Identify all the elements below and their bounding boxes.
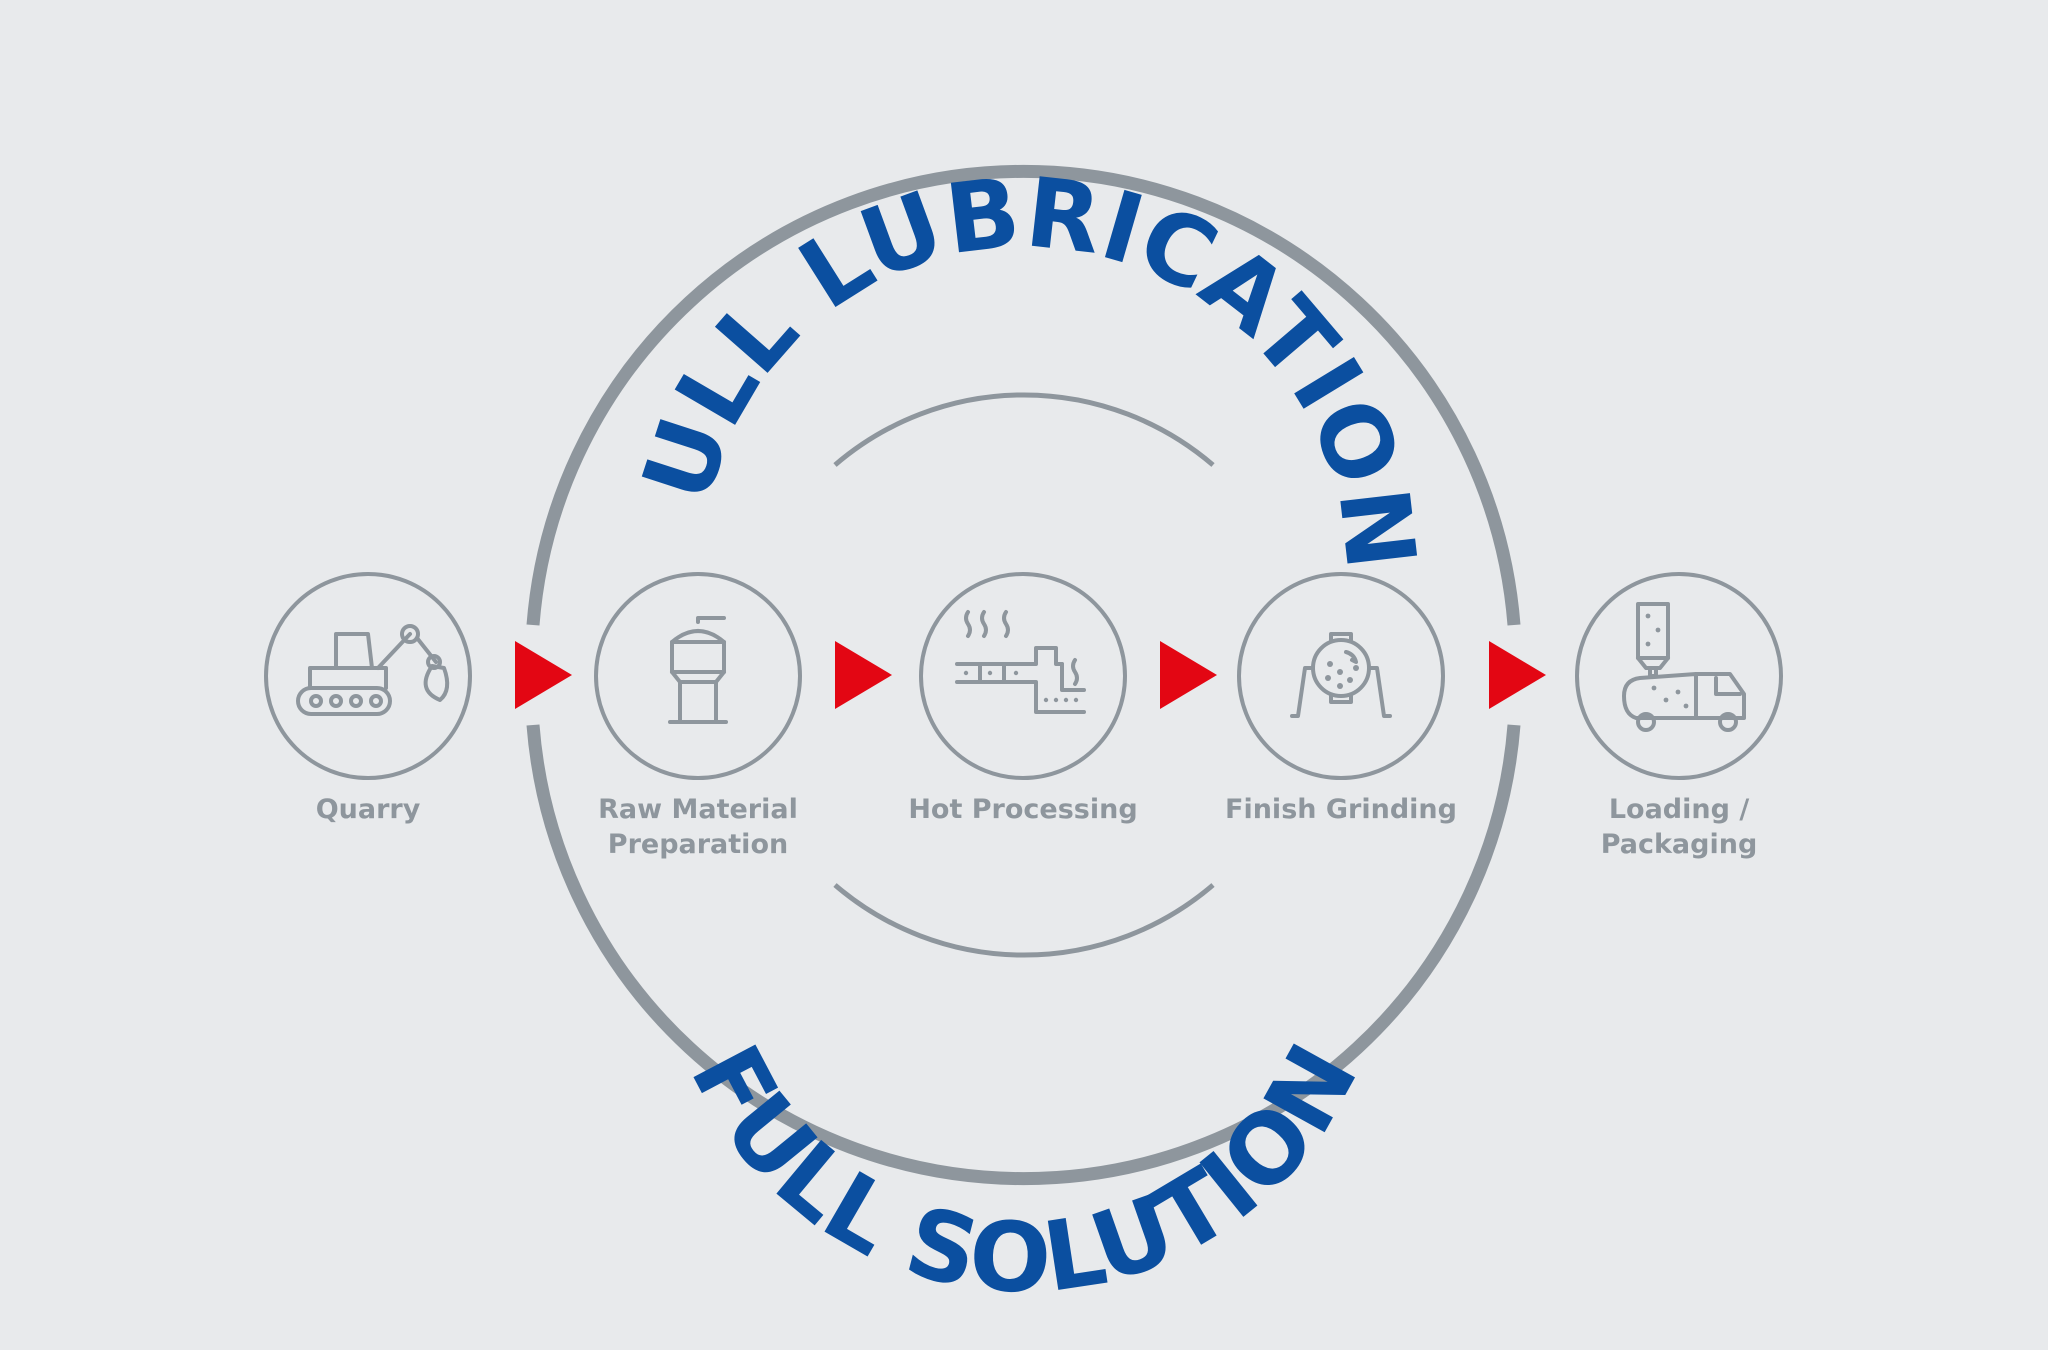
title-full-lubrication: FULL LUBRICATION xyxy=(0,0,1437,575)
outer-ring xyxy=(526,164,1521,626)
step-label-line2: Preparation xyxy=(608,829,788,860)
inner-arc-bottom xyxy=(833,883,1215,958)
loading-truck-icon xyxy=(1622,602,1746,732)
step-label: Hot Processing xyxy=(908,794,1137,825)
loading-material-dots xyxy=(1645,613,1689,709)
flow-arrow-1 xyxy=(515,641,572,709)
step-quarry: Quarry xyxy=(264,572,472,825)
step-loading-packaging: Loading / Packaging xyxy=(1575,572,1783,860)
flow-arrow-2 xyxy=(835,641,892,709)
step-raw-material-preparation: Raw Material Preparation xyxy=(594,572,802,860)
step-hot-processing: Hot Processing xyxy=(908,572,1138,825)
flow-arrow-4 xyxy=(1489,641,1546,709)
ball-mill-icon xyxy=(1290,632,1392,718)
silo-icon xyxy=(668,616,728,724)
inner-arc-top xyxy=(833,392,1215,467)
kiln-icon xyxy=(955,610,1086,714)
step-label-line1: Loading / xyxy=(1609,794,1750,825)
step-label-line2: Packaging xyxy=(1601,829,1758,860)
step-finish-grinding: Finish Grinding xyxy=(1225,572,1457,825)
step-label-line1: Raw Material xyxy=(598,794,798,825)
flow-arrow-3 xyxy=(1160,641,1217,709)
step-label: Quarry xyxy=(316,794,421,825)
step-label: Finish Grinding xyxy=(1225,794,1457,825)
outer-ring-bottom xyxy=(526,724,1521,1186)
ball-mill-balls xyxy=(1325,661,1359,689)
title-full-solution: FULL SOLUTION xyxy=(669,1027,1379,1316)
kiln-material-dots xyxy=(963,670,1079,703)
excavator-icon xyxy=(296,624,450,716)
